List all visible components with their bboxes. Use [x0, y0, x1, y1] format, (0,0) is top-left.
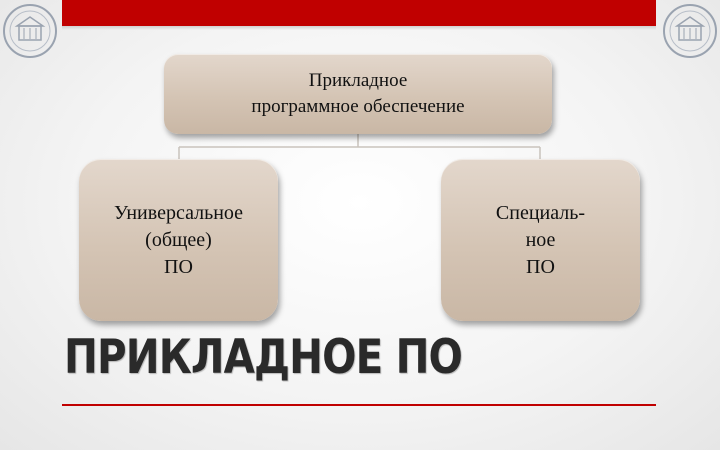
child-node-line: Специаль- [495, 201, 586, 224]
child-node-line: ПО [164, 255, 193, 278]
diagram-child-node-special: Специаль- ное ПО [441, 159, 640, 321]
diagram-child-node-universal: Универсальное (общее) ПО [79, 159, 278, 321]
university-seal-icon [3, 4, 57, 58]
root-node-line: Прикладное [308, 70, 408, 92]
title-underline [62, 404, 656, 406]
child-node-line: ное [525, 228, 556, 251]
slide-title: ПРИКЛАДНОЕ ПО [64, 330, 463, 385]
child-node-line: (общее) [145, 228, 212, 251]
university-seal-icon [663, 4, 717, 58]
diagram-root-node: Прикладное программное обеспечение [164, 54, 552, 134]
child-node-line: ПО [526, 255, 555, 278]
child-node-line: Универсальное [113, 201, 244, 224]
root-node-line: программное обеспечение [251, 96, 465, 117]
header-accent-bar [62, 0, 656, 30]
